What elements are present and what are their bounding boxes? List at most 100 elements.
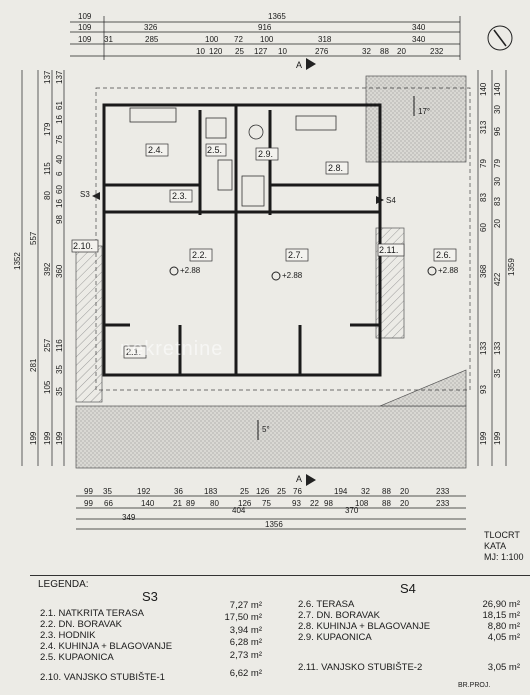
dim-top-row1-0: 109 [78,12,92,21]
dim-right-col1-4: 60 [479,223,488,232]
dim-right-col1-1: 313 [479,120,488,134]
slope-lower: 5° [262,425,270,434]
stair-2-10-hatch [75,245,103,403]
dim-bottom-row1-8: 76 [293,487,302,496]
dim-bottom-row2-1: 66 [104,499,113,508]
legend-s4-area-2: 8,80 m² [487,621,520,632]
legend-s3-item-1: 2.2. DN. BORAVAK [40,619,123,630]
dim-top-row3-1: 31 [104,35,113,44]
dim-right-col1-8: 199 [479,431,488,445]
dim-top-row3-4: 72 [234,35,243,44]
dim-left-col3-3: 80 [43,191,52,200]
legend-title: LEGENDA: [38,579,89,590]
dim-bottom-row3-2: 370 [345,506,359,515]
level-2-6: +2.88 [438,266,459,275]
dim-bottom-row2-13: 20 [400,499,409,508]
room-2-2-tag [189,248,213,262]
section-mark-bottom: A [296,474,302,484]
dim-left-col4-2: 16 [55,115,64,124]
dim-bottom-row1-11: 88 [382,487,391,496]
dim-bottom-row2-3: 21 [173,499,182,508]
legend-s4-area-1: 18,15 m² [482,610,521,621]
dim-right-col2-10: 199 [493,431,502,445]
dim-bottom-row1-0: 99 [84,487,93,496]
dim-top-row4-0: 10 [196,47,205,56]
legend-s3-area-3: 6,28 m² [229,637,262,648]
room-label-2-5: 2.5. [207,145,222,155]
dim-right-col1-5: 368 [479,264,488,278]
room-2-1-tag [123,345,147,359]
dim-right-col2-3: 79 [493,159,502,168]
room-label-2-10: 2.10. [73,241,93,251]
level-marker-2-7-icon [271,271,281,281]
dim-bottom-row2-5: 80 [210,499,219,508]
building-walls [102,103,382,377]
right-dimension-lines [477,70,507,466]
dim-bottom-row1-5: 25 [240,487,249,496]
dim-left-col4-3: 76 [55,135,64,144]
section-arrow-bottom-icon [306,474,316,486]
dim-top-row2-0: 109 [78,23,92,32]
dim-bottom-row1-13: 233 [436,487,450,496]
dim-right-col2-8: 133 [493,341,502,355]
dim-bottom-row1-10: 32 [361,487,370,496]
dim-left-col3-7: 199 [43,431,52,445]
legend-s4-area-3: 4,05 m² [487,632,520,643]
dim-bottom-row2-9: 22 [310,499,319,508]
dim-bottom-row1-4: 183 [204,487,218,496]
section-mark-left: S3 [80,190,90,199]
dim-top-row4-8: 20 [397,47,406,56]
dim-top-row4-5: 276 [315,47,329,56]
legend-s4-area-4: 3,05 m² [487,662,520,673]
upper-terrace-hatch [365,75,467,163]
dim-right-col2-4: 30 [493,177,502,186]
dim-left-col4-0: 137 [55,70,64,84]
dim-bottom-row1-2: 192 [137,487,151,496]
dim-left-col4-9: 360 [55,264,64,278]
room-2-8-tag [325,161,349,175]
section-mark-right: S4 [386,196,396,205]
dim-bottom-row2-14: 233 [436,499,450,508]
legend-s3-item-3: 2.4. KUHINJA + BLAGOVANJE [40,641,173,652]
room-2-9-tag [255,147,279,161]
upper-outline-dashed [95,87,471,391]
room-label-2-7: 2.7. [288,250,303,260]
top-dimension-lines [70,16,461,60]
room-2-11-tag [377,243,405,257]
dim-left-col4-7: 16 [55,199,64,208]
title-line-1: TLOCRT [484,530,520,540]
legend-s3-area-5: 6,62 m² [229,668,262,679]
dim-left-col3-5: 257 [43,338,52,352]
dim-left-col4-11: 35 [55,365,64,374]
legend-s3-item-4: 2.5. KUPAONICA [40,652,114,663]
dim-left-col2-0: 557 [29,231,38,245]
dim-bottom-row1-7: 25 [277,487,286,496]
bottom-dimension-lines [76,495,466,530]
legend-s3-item-0: 2.1. NATKRITA TERASA [40,608,145,619]
room-label-2-1: 2.1. [126,347,141,357]
dim-right-col1-3: 83 [479,193,488,202]
legend-s4-item-2: 2.8. KUHINJA + BLAGOVANJE [298,621,431,632]
dim-left-col4-6: 60 [55,185,64,194]
legend-s3-area-4: 2,73 m² [229,650,262,661]
room-2-4-tag [145,143,169,157]
dim-bottom-row2-8: 93 [292,499,301,508]
dim-right-col2-7: 422 [493,272,502,286]
dim-bottom-row2-0: 99 [84,499,93,508]
dim-bottom-row1-9: 194 [334,487,348,496]
dim-left-col3-1: 179 [43,122,52,136]
legend-s4-area-0: 26,90 m² [482,599,521,610]
kitchen-fixtures [129,107,337,207]
dim-left-col3-2: 115 [43,162,52,175]
dim-left-col4-10: 116 [55,339,64,352]
dim-left-col2-2: 199 [29,431,38,445]
dim-right-col2-0: 140 [493,82,502,96]
dim-top-row2-2: 916 [258,23,272,32]
dim-right-col1-6: 133 [479,341,488,355]
room-label-2-6: 2.6. [436,250,451,260]
dim-bottom-row2-11: 108 [355,499,369,508]
room-label-2-4: 2.4. [148,145,163,155]
dim-bottom-row2-6: 126 [238,499,252,508]
dim-left-col4-4: 40 [55,155,64,164]
